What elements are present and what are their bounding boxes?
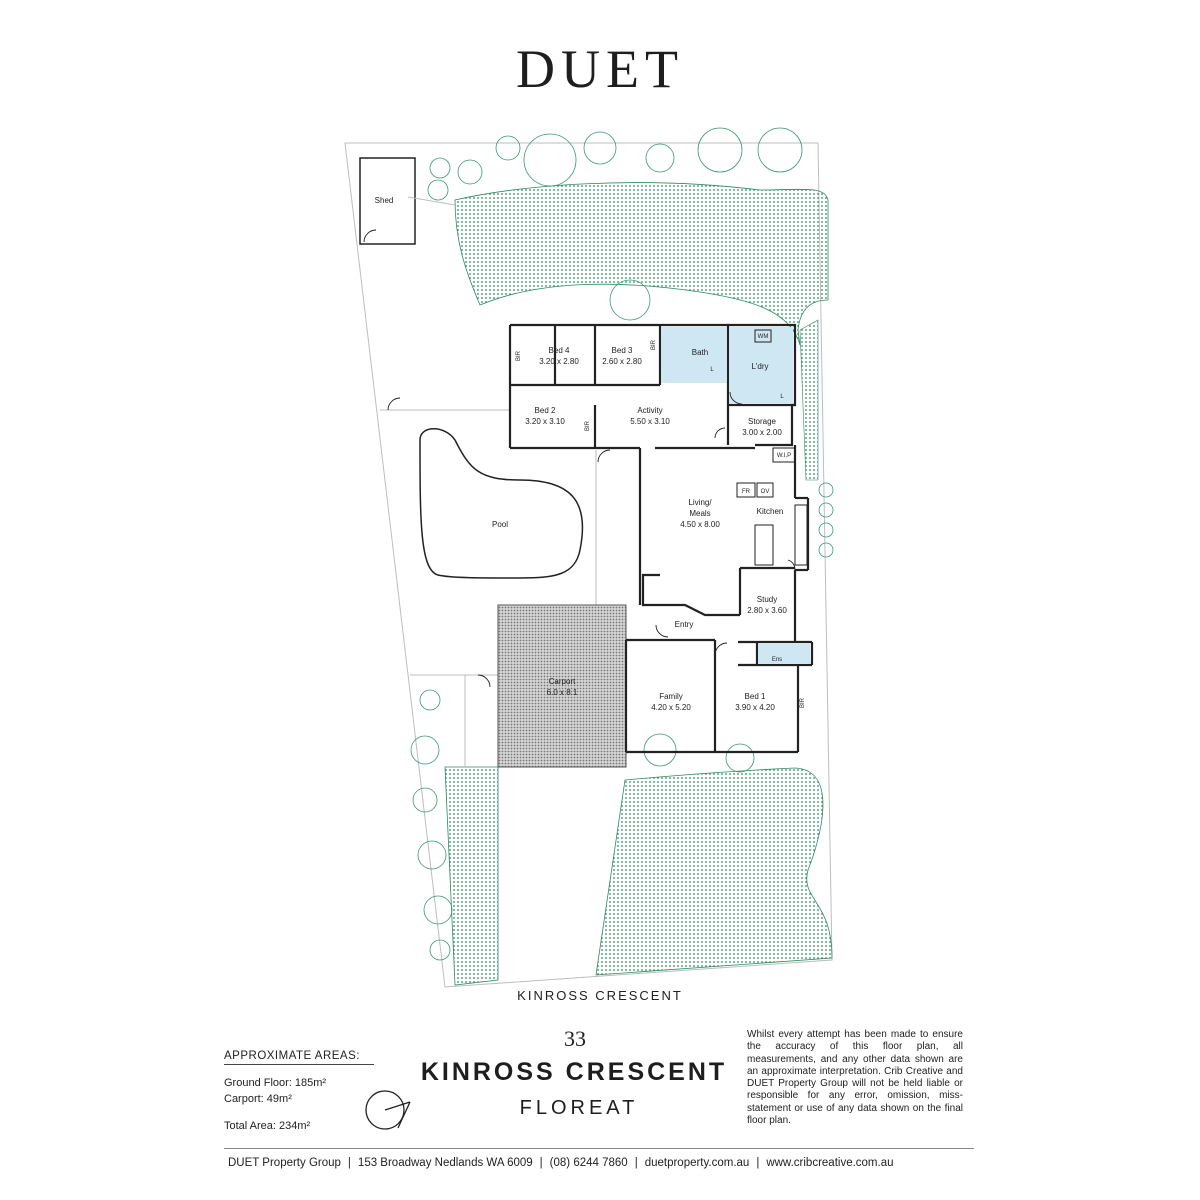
footer: DUET Property Group | 153 Broadway Nedland…	[228, 1157, 988, 1169]
area-carport: Carport: 49m²	[224, 1093, 292, 1105]
oven-label: OV	[761, 489, 770, 495]
area-ground-floor: Ground Floor: 185m²	[224, 1077, 327, 1089]
pool	[419, 428, 584, 579]
living-label-2: Meals	[689, 509, 710, 518]
disclaimer-text: Whilst every attempt has been made to en…	[747, 1029, 963, 1127]
footer-company: DUET Property Group	[228, 1157, 341, 1169]
footer-address: 153 Broadway Nedlands WA 6009	[357, 1157, 533, 1169]
footer-website-crib[interactable]: www.cribcreative.com.au	[766, 1157, 894, 1169]
bath-label: Bath	[692, 348, 708, 357]
bed1-label: Bed 1	[745, 692, 766, 701]
bed4-label: Bed 4	[549, 346, 570, 355]
bed2-label: Bed 2	[535, 406, 556, 415]
bath-area	[661, 327, 727, 383]
ensuite-label: Ens	[772, 657, 782, 663]
family-label: Family	[659, 692, 683, 701]
side-lawn	[799, 319, 819, 481]
house-walls	[508, 323, 814, 754]
areas-title: APPROXIMATE AREAS:	[224, 1050, 374, 1065]
house-number: 33	[564, 1026, 586, 1051]
study-label: Study	[757, 595, 777, 604]
study-dims: 2.80 x 3.60	[747, 606, 787, 615]
bir-bed4-label: BIR	[516, 350, 522, 361]
bed2-dims: 3.20 x 3.10	[525, 417, 565, 426]
pool-label: Pool	[492, 520, 508, 529]
bed3-dims: 2.60 x 2.80	[602, 357, 642, 366]
fridge-label: FR	[742, 489, 751, 495]
kitchen-label: Kitchen	[757, 507, 784, 516]
activity-dims: 5.50 x 3.10	[630, 417, 670, 426]
shed-label: Shed	[375, 196, 394, 205]
footer-website-duet[interactable]: duetproperty.com.au	[644, 1157, 750, 1169]
family-dims: 4.20 x 5.20	[651, 703, 691, 712]
lot-boundary	[344, 142, 833, 988]
address-suburb: FLOREAT	[519, 1097, 639, 1119]
shed	[359, 157, 416, 245]
bir-bed2-label: BIR	[585, 420, 591, 431]
laundry-label: L'dry	[751, 362, 768, 371]
ensuite-area	[758, 644, 810, 664]
footer-phone: (08) 6244 7860	[549, 1157, 628, 1169]
wm-label: WM	[758, 334, 769, 340]
address-street: KINROSS CRESCENT	[420, 1058, 728, 1086]
bed4-dims: 3.20 x 2.80	[539, 357, 579, 366]
footer-separator: |	[539, 1157, 543, 1169]
laundry-area	[729, 327, 793, 403]
activity-label: Activity	[637, 406, 662, 415]
tree-cluster	[410, 127, 834, 961]
footer-separator: |	[756, 1157, 760, 1169]
kitchen-joinery	[736, 329, 808, 566]
back-lawn	[454, 182, 829, 346]
compass-icon	[365, 1090, 411, 1130]
living-dims: 4.50 x 8.00	[680, 520, 720, 529]
area-total: Total Area: 234m²	[224, 1120, 311, 1132]
door-swings	[363, 229, 796, 688]
carport	[497, 604, 627, 768]
carport-dims: 6.0 x 8.1	[547, 688, 578, 697]
bed1-dims: 3.90 x 4.20	[735, 703, 775, 712]
storage-dims: 3.00 x 2.00	[742, 428, 782, 437]
entry-label: Entry	[675, 620, 694, 629]
footer-separator: |	[347, 1157, 351, 1169]
storage-label: Storage	[748, 417, 777, 426]
living-label-1: Living/	[688, 498, 712, 507]
front-lawn-left	[444, 766, 499, 986]
brand-logo: DUET	[516, 39, 684, 99]
street-label: KINROSS CRESCENT	[517, 988, 683, 1003]
carport-label: Carport	[549, 677, 576, 686]
bir-bed1-label: BIR	[800, 697, 806, 708]
linen-label: L	[780, 394, 784, 400]
front-lawn-right	[595, 767, 833, 976]
footer-divider	[224, 1148, 974, 1149]
linen-bath-label: L	[710, 367, 714, 373]
bir-bed3-label: BIR	[651, 339, 657, 350]
fence-lines	[380, 196, 597, 767]
wip-label: W.I.P	[777, 453, 791, 459]
bed3-label: Bed 3	[612, 346, 633, 355]
footer-separator: |	[634, 1157, 638, 1169]
